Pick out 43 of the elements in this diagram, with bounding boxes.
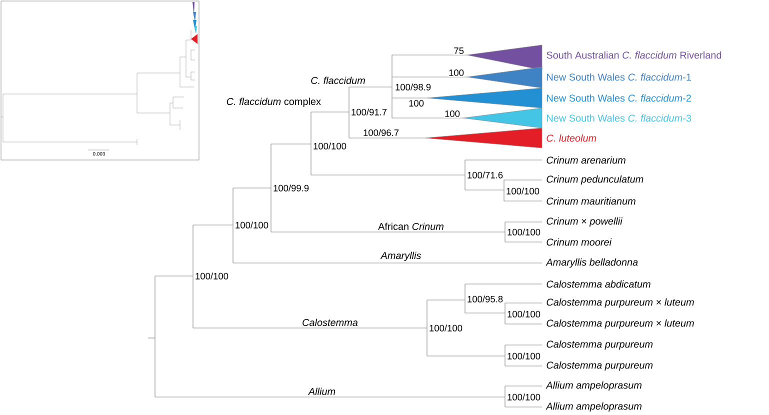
taxon-label: Crinum moorei	[546, 238, 612, 246]
taxon-label: New South Wales C. flaccidum-3	[547, 114, 692, 122]
support-value: 100/100	[506, 392, 542, 402]
taxon-label: Calostemma purpureum	[546, 361, 653, 371]
support-value: 100/100	[506, 228, 542, 236]
taxon-label: New South Wales C. flaccidum-1	[547, 73, 691, 81]
clade-name: Calostemma	[301, 318, 359, 327]
taxon-label: Crinum × powellii	[546, 217, 623, 227]
clade-name: Amaryllis	[380, 250, 422, 262]
support-value: 100/99.9	[272, 184, 310, 192]
taxon-label: Calostemma purpureum × luteum	[546, 298, 694, 308]
support-value: 100/100	[194, 272, 230, 280]
taxon-label: Allium ampeloprasum	[546, 402, 642, 412]
support-value: 100/100	[506, 352, 542, 360]
taxon-label: Calostemma purpureum × luteum	[546, 319, 694, 329]
support-value: 100/100	[428, 324, 464, 332]
support-value: 100/96.7	[362, 128, 400, 137]
clade-name: Allium	[308, 386, 336, 396]
support-value: 100	[448, 68, 465, 77]
taxon-label: Amaryllis belladonna	[546, 258, 638, 268]
clade-name: African Crinum	[377, 222, 445, 231]
support-value: 100/100	[234, 220, 270, 230]
support-value: 100/100	[505, 186, 540, 196]
taxon-label: Calostemma abdicatum	[546, 280, 650, 288]
taxon-label: C. luteolum	[546, 134, 596, 142]
support-value: 100	[408, 99, 425, 108]
taxon-label: South Australian C. flaccidum Riverland	[546, 51, 722, 59]
support-value: 100/98.9	[394, 82, 432, 92]
taxon-label: Calostemma purpureum	[546, 340, 653, 350]
support-value: 100/100	[506, 310, 542, 318]
clade-name: C. flaccidum complex	[226, 96, 322, 108]
support-value: 75	[452, 46, 465, 55]
taxon-label: Crinum pedunculatum	[546, 175, 644, 185]
clade-name: C. flaccidum	[310, 76, 366, 85]
support-value: 100	[444, 110, 461, 118]
support-value: 100/71.6	[466, 170, 504, 180]
taxon-label: Crinum arenarium	[546, 156, 626, 164]
taxon-label: Allium ampeloprasum	[546, 381, 642, 391]
support-value: 100/91.7	[350, 108, 388, 116]
taxon-label: Crinum mauritianum	[546, 197, 636, 205]
support-value: 100/95.8	[466, 294, 504, 304]
taxon-label: New South Wales C. flaccidum-2	[547, 94, 691, 102]
support-value: 100/100	[312, 142, 348, 150]
